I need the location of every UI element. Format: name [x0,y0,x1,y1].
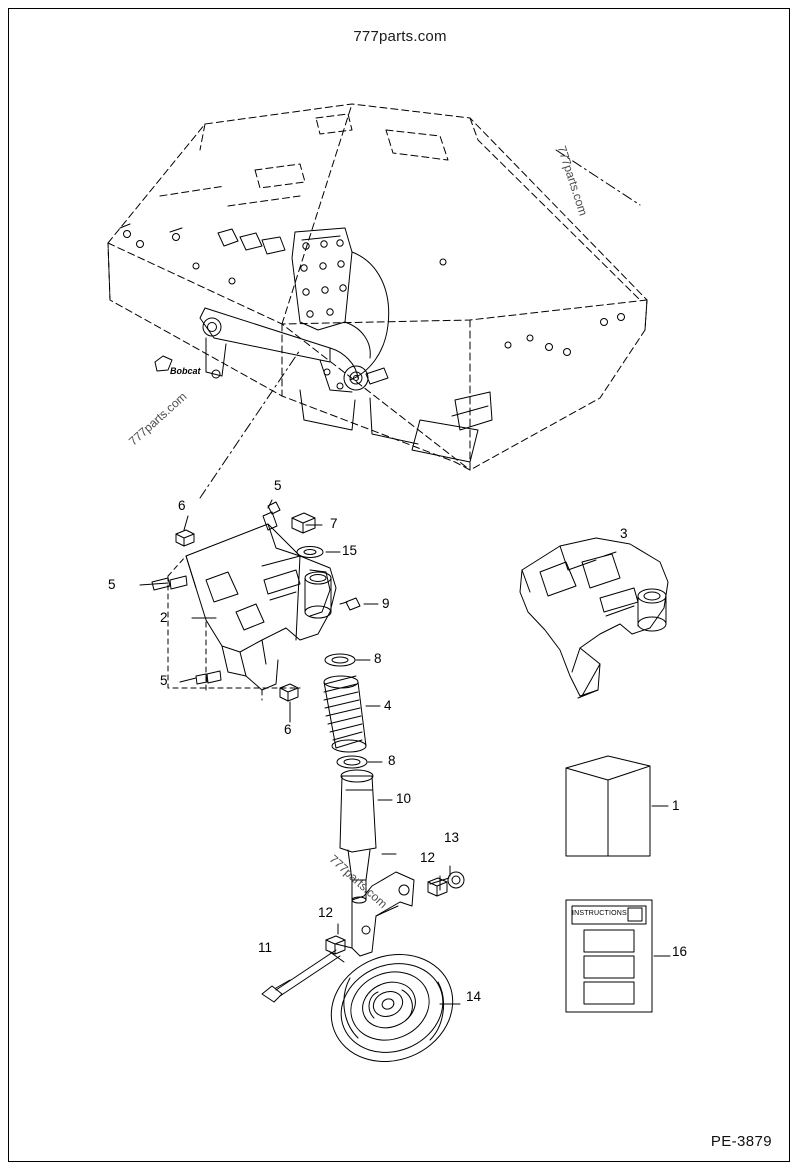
part-7-nut [291,512,316,534]
callout-4: 4 [384,698,392,713]
bobcat-logo-text: Bobcat [170,366,201,376]
part-10-strut [339,769,377,904]
leader-watermark-top [555,149,641,206]
part-6-nuts [175,529,299,702]
tiller-body-outline [107,103,648,471]
callout-3: 3 [620,526,628,541]
callout-13: 13 [444,830,460,845]
callout-6-b: 6 [284,722,292,737]
part-5-bolts [151,501,281,685]
part-2-bracket [185,523,337,691]
callout-8-a: 8 [374,651,382,666]
callout-12-a: 12 [420,850,436,865]
callout-8-b: 8 [388,753,396,768]
tiller-mount-plate [291,227,390,381]
part-15-washer [296,546,324,558]
part-13-bolt [429,871,465,889]
callout-5-c: 5 [160,673,168,688]
part-8-washers [324,653,368,769]
bobcat-logo-mark [154,355,173,372]
part-14-wheel [330,953,454,1063]
callout-11: 11 [258,940,273,955]
callout-10: 10 [396,791,412,806]
part-4-spring [323,675,367,753]
site-title: 777parts.com [353,28,447,45]
callout-7: 7 [330,516,338,531]
part-16-instructions [565,899,653,1013]
callout-12-b: 12 [318,905,334,920]
callout-leaders [139,499,671,1005]
callout-6-a: 6 [178,498,186,513]
callout-15: 15 [342,543,358,558]
callout-5-b: 5 [108,577,116,592]
tiller-skirt [299,389,493,463]
part-1-box [565,755,651,857]
tiller-rotor-arm [199,307,389,393]
part-12-nuts [325,877,448,955]
leader-assembly [199,349,301,499]
callout-14: 14 [466,989,482,1004]
tiller-details [119,223,625,356]
instructions-label: INSTRUCTIONS [572,910,627,917]
callout-9: 9 [382,596,390,611]
page-code: PE-3879 [710,1133,772,1150]
callout-16: 16 [672,944,688,959]
part-13-yoke [335,871,415,957]
callout-5-a: 5 [274,478,282,493]
callout-1: 1 [672,798,680,813]
callout-2: 2 [160,610,168,625]
page-border [8,8,790,1162]
part-2-alignment-guides [167,555,301,701]
part-9-bolt [339,597,361,611]
part-3-bracket [519,537,669,699]
tiller-top-panels [159,113,449,207]
part-11-bolt [261,949,345,1003]
